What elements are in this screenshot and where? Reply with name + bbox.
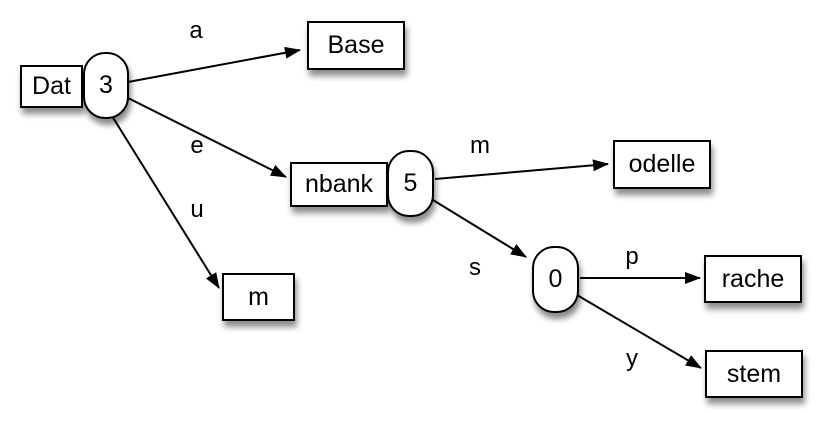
edge-label-m: m: [470, 132, 490, 159]
edge-label-a: a: [189, 17, 203, 44]
node-5: 5: [387, 150, 434, 217]
edge-5-odelle: [434, 159, 609, 180]
node-rache: rache: [704, 255, 802, 303]
node-3: 3: [83, 52, 129, 119]
edge-3-base: [127, 46, 301, 83]
edge-label-e: e: [190, 132, 204, 159]
edge-label-p: p: [625, 243, 639, 270]
edge-3-nbank: [125, 96, 287, 178]
node-dat: Dat: [20, 65, 83, 108]
edge-5-0: [432, 199, 527, 258]
edge-label-s: s: [469, 254, 481, 281]
edge-3-m: [111, 115, 220, 289]
node-nbank: nbank: [290, 162, 388, 207]
node-0: 0: [532, 246, 579, 313]
node-base: Base: [307, 21, 405, 70]
edge-label-y: y: [626, 345, 638, 372]
node-m: m: [222, 273, 295, 321]
edge-0-stem: [576, 294, 702, 369]
edge-label-u: u: [190, 196, 204, 223]
node-stem: stem: [705, 350, 803, 398]
node-odelle: odelle: [613, 140, 711, 189]
